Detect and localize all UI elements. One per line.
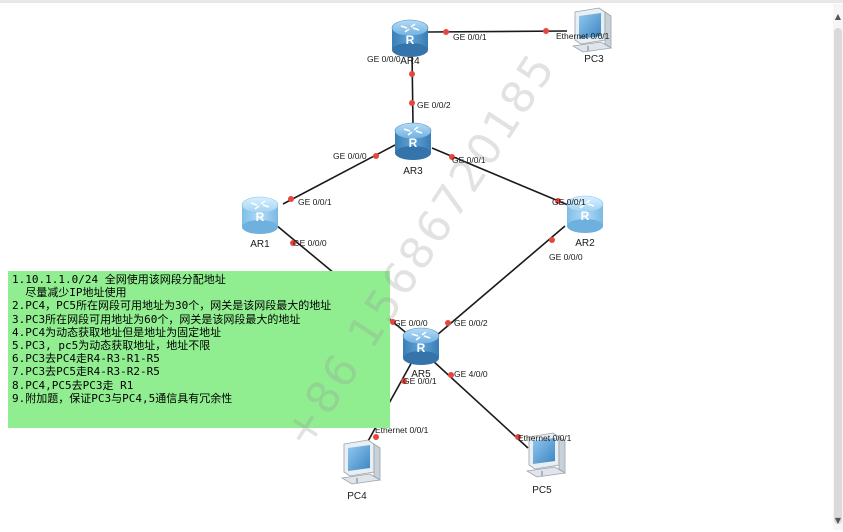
port-label: Ethernet 0/0/1 [375,425,429,435]
device-label-ar1: AR1 [250,239,270,250]
port-label: GE 0/0/0 [367,54,401,64]
port-dot [448,372,454,378]
requirement-line: 5.PC3, pc5为动态获取地址，地址不限 [12,339,211,353]
requirement-line: 4.PC4为动态获取地址但是地址为固定地址 [12,325,222,339]
router-letter: R [417,341,426,355]
port-label: GE 0/0/0 [549,252,583,262]
port-label: Ethernet 0/0/1 [518,433,572,443]
port-dot [555,198,561,204]
scroll-down-arrow-icon[interactable]: ▼ [834,516,842,525]
port-label: GE 0/0/1 [552,197,586,207]
pc-pc4[interactable] [341,439,381,485]
router-letter: R [581,209,590,223]
port-label: GE 4/0/0 [454,369,488,379]
port-dot [449,154,455,160]
device-label-pc3: PC3 [584,54,604,65]
port-dot [549,237,555,243]
requirement-line: 8.PC4,PC5去PC3走 R1 [12,378,134,392]
port-dot [373,153,379,159]
requirement-line: 9.附加题，保证PC3与PC4,5通信具有冗余性 [12,391,233,405]
requirement-line: 3.PC3所在网段可用地址为60个，网关是该网段最大的地址 [12,312,301,326]
port-label: GE 0/0/1 [403,376,437,386]
link-ar4-ar3 [411,51,414,126]
router-letter: R [406,33,415,47]
port-label: Ethernet 0/0/1 [556,31,610,41]
scroll-up-arrow-icon[interactable]: ▲ [834,12,842,21]
router-letter: R [409,136,418,150]
port-dot [443,29,449,35]
router-letter: R [256,210,265,224]
port-label: GE 0/0/0 [333,151,367,161]
port-dot [543,28,549,34]
port-dot [445,320,451,326]
port-label: GE 0/0/1 [453,32,487,42]
port-dot [515,434,521,440]
port-dot [373,434,379,440]
link-ar5-pc5 [431,359,529,449]
pc-pc3[interactable] [572,7,612,53]
port-label: GE 0/0/2 [417,100,451,110]
device-label-ar3: AR3 [403,166,423,177]
requirements-note[interactable]: 1.10.1.1.0/24 全网使用该网段分配地址 尽量减少IP地址使用 2.P… [8,271,390,428]
requirement-line: 1.10.1.1.0/24 全网使用该网段分配地址 [12,273,226,286]
device-label-ar4: AR4 [400,56,420,67]
port-dot [401,378,407,384]
window-top-border [0,0,843,3]
port-dot [409,71,415,77]
device-label-ar2: AR2 [575,238,595,249]
port-label: GE 0/0/1 [298,197,332,207]
requirement-line: 2.PC4，PC5所在网段可用地址为30个，网关是该网段最大的地址 [12,299,332,313]
device-label-pc4: PC4 [347,491,367,502]
scrollbar-thumb[interactable] [834,28,842,524]
link-ar2-ar5 [436,225,566,336]
port-label: GE 0/0/0 [394,318,428,328]
pc-icon [341,439,381,485]
vertical-scrollbar[interactable]: ▲ ▼ [833,4,843,530]
device-label-ar5: AR5 [411,369,431,380]
requirement-line: 尽量减少IP地址使用 [12,286,127,300]
requirement-line: 6.PC3去PC4走R4-R3-R1-R5 [12,352,160,366]
port-dot [290,240,296,246]
port-dot [288,196,294,202]
requirement-line: 7.PC3去PC5走R4-R3-R2-R5 [12,365,160,379]
port-dot [390,319,396,325]
pc-icon [572,7,612,53]
device-label-pc5: PC5 [532,485,552,496]
port-label: GE 0/0/1 [452,155,486,165]
port-label: GE 0/0/2 [454,318,488,328]
port-label: GE 0/0/0 [293,238,327,248]
port-dot [409,100,415,106]
